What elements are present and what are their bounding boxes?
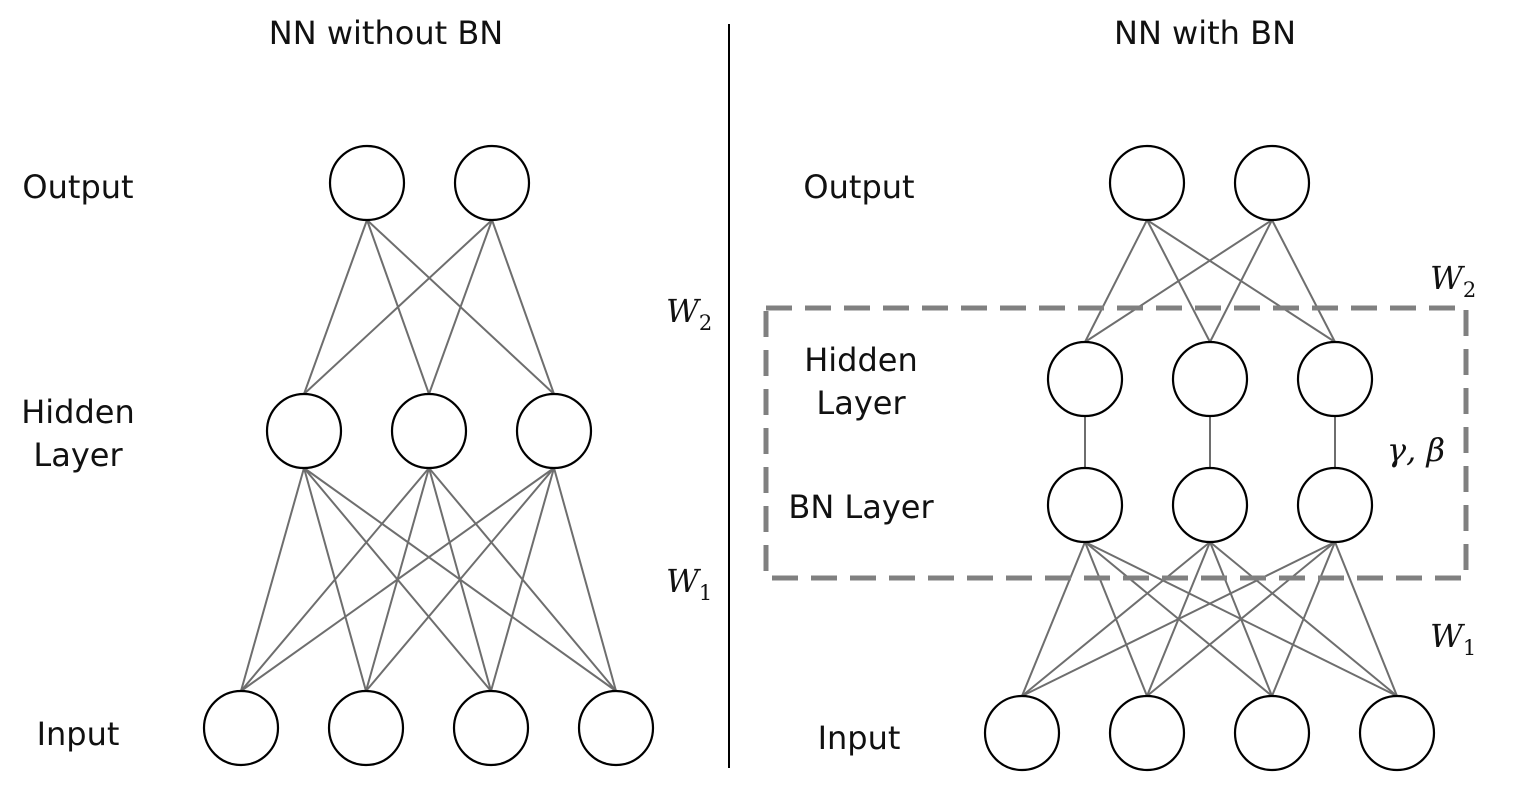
left-hidden-node-2	[515, 392, 593, 470]
right-panel-title: NN with BN	[1114, 14, 1296, 52]
connection-edges	[240, 219, 1398, 697]
network-nodes	[202, 144, 1436, 772]
right-input-node-0	[983, 694, 1061, 772]
left-hidden-output-edge-0-0	[303, 219, 368, 395]
right-w1-label: W1	[1430, 617, 1476, 660]
left-input-node-1	[327, 689, 405, 767]
right-input-bn-edge-3-1	[1209, 541, 1398, 697]
right-hidden-node-1	[1171, 340, 1249, 418]
left-w2-label: W2	[666, 292, 712, 335]
bn-region-box	[763, 305, 1469, 581]
left-input-node-2	[452, 689, 530, 767]
left-input-node-3	[577, 689, 655, 767]
right-input-bn-edge-3-0	[1084, 541, 1398, 697]
left-input-hidden-edge-3-1	[428, 467, 617, 692]
left-hidden-output-edge-1-0	[366, 219, 430, 395]
left-input-label: Input	[37, 715, 120, 753]
left-hidden-output-edge-2-1	[491, 219, 555, 395]
right-output-label: Output	[803, 168, 914, 206]
left-input-node-0	[202, 689, 280, 767]
left-hidden-node-0	[265, 392, 343, 470]
right-hidden-output-edge-0-0	[1084, 219, 1148, 343]
right-hidden-output-edge-2-0	[1146, 219, 1336, 343]
right-input-node-2	[1233, 694, 1311, 772]
right-output-node-0	[1108, 144, 1186, 222]
left-input-hidden-edge-3-0	[303, 467, 617, 692]
left-output-label: Output	[22, 168, 133, 206]
right-input-bn-edge-1-0	[1084, 541, 1148, 697]
left-hidden-output-edge-2-0	[366, 219, 555, 395]
left-input-hidden-edge-1-0	[303, 467, 367, 692]
right-hidden-label-line1: Hidden	[804, 341, 918, 379]
right-input-bn-edge-3-2	[1334, 541, 1398, 697]
right-bn-node-0	[1046, 466, 1124, 544]
left-input-hidden-edge-2-0	[303, 467, 492, 692]
left-input-hidden-edge-3-2	[553, 467, 617, 692]
gamma-beta-label: γ, β	[1387, 431, 1445, 469]
left-hidden-node-1	[390, 392, 468, 470]
right-input-node-3	[1358, 694, 1436, 772]
right-hidden-output-edge-2-1	[1271, 219, 1336, 343]
right-hidden-label-line2: Layer	[816, 384, 906, 422]
right-hidden-output-edge-1-0	[1146, 219, 1211, 343]
right-input-bn-edge-0-0	[1021, 541, 1086, 697]
right-input-label: Input	[818, 719, 901, 757]
left-hidden-label-line1: Hidden	[21, 393, 135, 431]
right-bn-label: BN Layer	[788, 488, 934, 526]
right-hidden-node-0	[1046, 340, 1124, 418]
left-panel-title: NN without BN	[269, 14, 503, 52]
right-input-node-1	[1108, 694, 1186, 772]
left-output-node-0	[328, 144, 406, 222]
left-output-node-1	[453, 144, 531, 222]
left-hidden-label-line2: Layer	[33, 436, 123, 474]
right-bn-node-1	[1171, 466, 1249, 544]
right-hidden-node-2	[1296, 340, 1374, 418]
left-input-hidden-edge-0-0	[240, 467, 305, 692]
right-bn-node-2	[1296, 466, 1374, 544]
right-output-node-1	[1233, 144, 1311, 222]
right-w2-label: W2	[1430, 259, 1476, 302]
left-w1-label: W1	[666, 562, 712, 605]
right-input-bn-edge-2-0	[1084, 541, 1273, 697]
